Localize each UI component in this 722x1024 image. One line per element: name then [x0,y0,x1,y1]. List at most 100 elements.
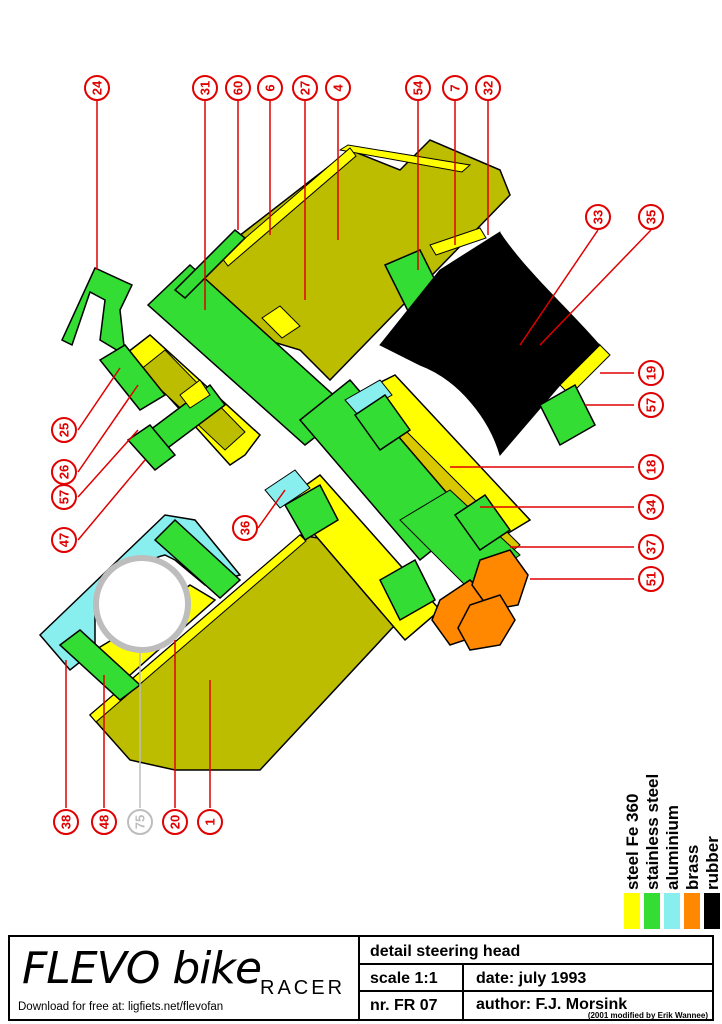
bearing-33 [353,393,412,452]
steel-strip-upper [338,144,472,173]
svg-text:37: 37 [644,540,659,554]
modified-note: (2001 modified by Erik Wannee) [587,1011,708,1020]
download-note: Download for free at: ligfiets.net/flevo… [18,1001,224,1013]
handle-24 [61,267,134,357]
callout-24: 24 [84,75,110,101]
callout-20: 20 [162,809,188,835]
svg-text:25: 25 [57,423,72,437]
drawing-title: detail steering head [360,937,712,965]
svg-text:47: 47 [57,533,72,547]
bolt-57-right [539,383,596,447]
legend-label-aluminium: aluminium [663,805,682,890]
steel-strip-6 [221,147,357,267]
callout-36: 36 [232,515,258,541]
legend-label-steel: steel Fe 360 [623,794,642,890]
model-name: RACER [260,977,346,999]
svg-text:51: 51 [644,572,659,586]
svg-text:36: 36 [238,521,253,535]
title-block-logo-cell: FLEVO bike RACER Download for free at: l… [10,937,360,1019]
handle-lever-25 [98,344,167,411]
title-block: FLEVO bike RACER Download for free at: l… [8,935,714,1021]
bearing-34 [453,493,512,552]
callout-37: 37 [638,534,664,560]
washer-7 [429,227,487,256]
clamp-bolt-60 [173,228,247,300]
legend-label-brass: brass [683,845,702,890]
callout-19: 19 [638,360,664,386]
svg-text:20: 20 [168,815,183,829]
legend-swatch-aluminium [664,893,680,929]
callout-7: 7 [442,75,468,101]
drawing-scale: scale 1:1 [360,965,464,992]
bearing-lower-2 [379,558,436,622]
legend-swatch-stainless [644,893,660,929]
callout-26: 26 [51,459,77,485]
callout-57-right: 57 [638,392,664,418]
callout-54: 54 [405,75,431,101]
legend-label-stainless: stainless steel [643,774,662,890]
callout-75: 75 [127,809,153,835]
svg-text:19: 19 [644,366,659,380]
brass-nut-51-b [471,549,529,611]
callout-35: 35 [638,204,664,230]
legend-swatch-steel [624,893,640,929]
material-legend: steel Fe 360 stainless steel aluminium b… [623,774,722,929]
svg-text:34: 34 [644,499,659,514]
bearing-lower [283,483,339,542]
clamp-bolt-upper [153,518,242,600]
drawing-number: nr. FR 07 [360,992,464,1019]
svg-text:32: 32 [481,81,496,95]
svg-text:75: 75 [133,815,148,829]
callout-38: 38 [53,809,79,835]
svg-text:4: 4 [331,84,346,92]
drawing-date: date: july 1993 [464,965,712,992]
drawing-author: author: F.J. Morsink (2001 modified by E… [464,992,712,1020]
rubber-cutout [500,232,600,345]
brand-logo: FLEVO bike [22,943,262,994]
legend-label-rubber: rubber [703,836,722,890]
callout-6: 6 [257,75,283,101]
callout-18: 18 [638,454,664,480]
svg-text:35: 35 [644,210,659,224]
svg-text:48: 48 [97,815,112,829]
callout-47: 47 [51,527,77,553]
svg-text:57: 57 [644,398,659,412]
svg-text:24: 24 [90,80,105,95]
callout-25: 25 [51,417,77,443]
svg-text:60: 60 [231,81,246,95]
legend-swatch-rubber [704,893,720,929]
callout-4: 4 [325,75,351,101]
author-text: author: F.J. Morsink [476,996,628,1013]
svg-text:7: 7 [448,84,463,91]
svg-text:54: 54 [411,80,426,95]
callout-34: 34 [638,494,664,520]
callout-32: 32 [475,75,501,101]
svg-text:57: 57 [57,490,72,504]
bearing-cup-32 [344,379,393,416]
nut-47 [126,423,177,472]
svg-text:27: 27 [298,81,313,95]
svg-text:31: 31 [198,81,213,95]
callout-27: 27 [292,75,318,101]
svg-text:1: 1 [203,818,218,825]
legend-swatch-brass [684,893,700,929]
callout-48: 48 [91,809,117,835]
washer-left [179,379,211,409]
callout-33: 33 [585,204,611,230]
bearing-cup-36 [264,469,311,509]
svg-text:26: 26 [57,465,72,479]
brass-nut-51-c [457,594,516,651]
steel-plate-27 [261,305,301,339]
svg-text:38: 38 [59,815,74,829]
callout-1: 1 [197,809,223,835]
callout-51: 51 [638,566,664,592]
tube-75 [93,555,191,653]
svg-text:6: 6 [263,84,278,91]
leader-lines [65,101,652,808]
callout-31: 31 [192,75,218,101]
callout-60: 60 [225,75,251,101]
steel-strip-lower [89,534,307,723]
callout-57-left: 57 [51,484,77,510]
svg-text:18: 18 [644,460,659,474]
